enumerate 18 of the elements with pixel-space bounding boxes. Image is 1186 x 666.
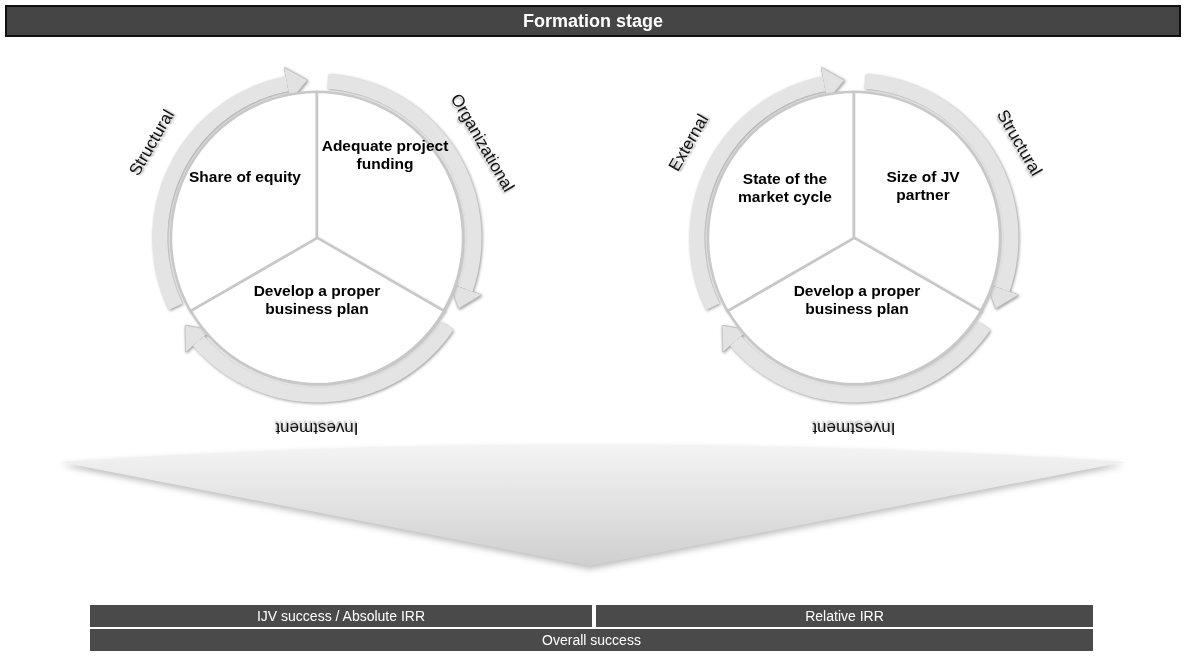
- curved-arrow: [152, 66, 308, 312]
- sector-text: Share of equity: [188, 168, 302, 186]
- curved-arrow: [184, 320, 454, 403]
- sector-text: Develop a proper business plan: [252, 282, 382, 318]
- result-bar: IJV success / Absolute IRR: [90, 605, 592, 627]
- curved-arrow: [721, 320, 991, 403]
- result-bar: Relative IRR: [596, 605, 1093, 627]
- sector-text: Adequate project funding: [320, 137, 450, 173]
- curved-arrow: [689, 66, 845, 312]
- result-bar: Overall success: [90, 629, 1093, 651]
- edge-label: Investment: [275, 418, 359, 438]
- pie-sector: [727, 238, 981, 384]
- sector-text: Size of JV partner: [885, 168, 961, 204]
- edge-label: Investment: [812, 418, 896, 438]
- header-bar: Formation stage: [5, 5, 1181, 37]
- sector-text: Develop a proper business plan: [792, 282, 922, 318]
- pie-sector: [190, 238, 444, 384]
- sector-text: State of the market cycle: [737, 170, 833, 206]
